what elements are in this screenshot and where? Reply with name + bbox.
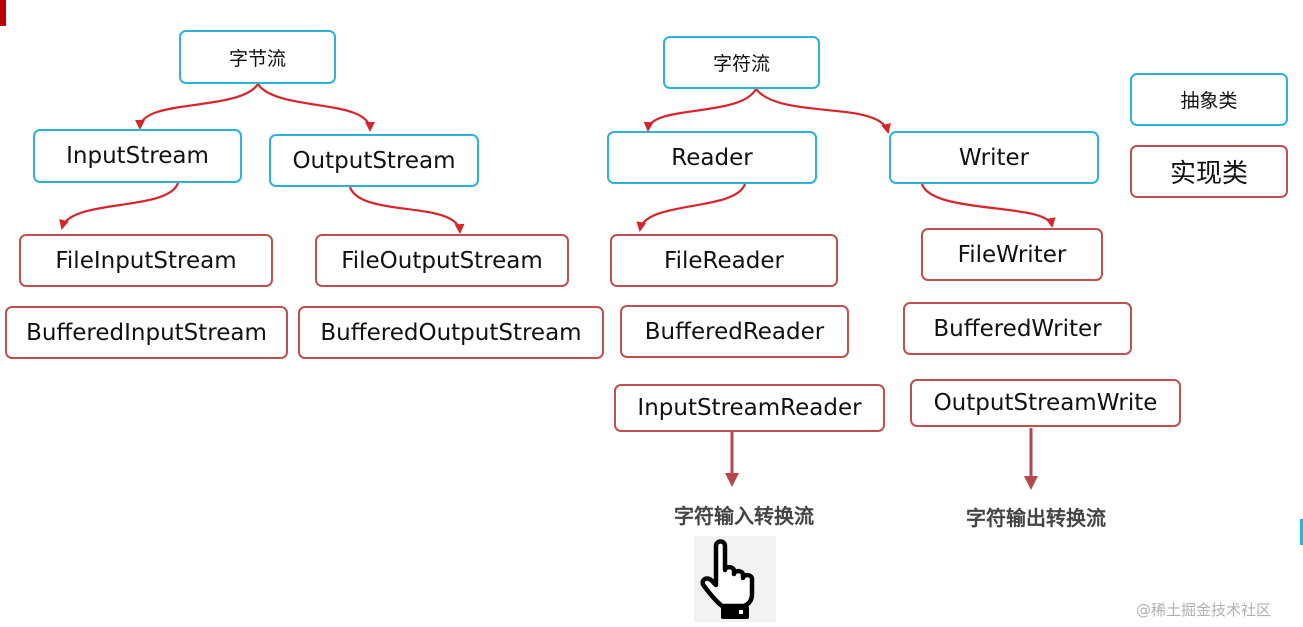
input-stream-label: InputStream	[66, 143, 209, 169]
reader-label: Reader	[671, 144, 753, 171]
buffered-reader-box: BufferedReader	[620, 305, 849, 358]
writer-box: Writer	[889, 131, 1099, 184]
byte-stream-root: 字节流	[179, 30, 336, 84]
file-reader-box: FileReader	[610, 234, 838, 287]
file-writer-box: FileWriter	[921, 228, 1103, 281]
arrow-writer-to-file	[920, 183, 1056, 228]
arrow-char-to-writer	[755, 88, 891, 134]
byte-stream-root-label: 字节流	[228, 47, 286, 70]
input-stream-box: InputStream	[33, 129, 242, 183]
arrow-byte-to-input	[135, 83, 259, 130]
arrow-input-to-file	[59, 182, 180, 230]
file-input-stream-label: FileInputStream	[55, 247, 237, 274]
file-writer-label: FileWriter	[957, 241, 1067, 268]
buffered-reader-label: BufferedReader	[644, 318, 825, 345]
output-stream-write-box: OutputStreamWrite	[910, 379, 1181, 427]
hand-pointer-icon	[694, 536, 776, 622]
buffered-input-stream-box: BufferedInputStream	[5, 306, 288, 359]
file-output-stream-box: FileOutputStream	[315, 234, 569, 287]
char-stream-root: 字符流	[663, 36, 820, 89]
legend-abstract: 抽象类	[1130, 73, 1288, 126]
input-stream-reader-box: InputStreamReader	[614, 384, 885, 432]
buffered-writer-label: BufferedWriter	[933, 315, 1102, 342]
buffered-input-stream-label: BufferedInputStream	[26, 319, 267, 346]
buffered-output-stream-label: BufferedOutputStream	[320, 319, 582, 346]
legend-abstract-label: 抽象类	[1180, 90, 1238, 112]
output-convert-caption: 字符输出转换流	[966, 506, 1106, 530]
arrow-byte-to-output	[257, 83, 375, 132]
legend-impl-label: 实现类	[1169, 159, 1248, 189]
edge-accent	[1300, 519, 1303, 545]
file-reader-label: FileReader	[664, 247, 784, 274]
arrow-reader-to-file	[636, 183, 747, 232]
arrow-char-to-reader	[643, 88, 757, 132]
output-stream-box: OutputStream	[269, 134, 479, 187]
file-input-stream-box: FileInputStream	[19, 234, 273, 287]
writer-label: Writer	[958, 144, 1030, 171]
input-convert-caption: 字符输入转换流	[674, 504, 814, 528]
output-stream-write-label: OutputStreamWrite	[933, 390, 1158, 416]
reader-box: Reader	[607, 131, 817, 184]
buffered-writer-box: BufferedWriter	[903, 302, 1132, 355]
file-output-stream-label: FileOutputStream	[341, 247, 543, 274]
output-stream-label: OutputStream	[292, 147, 456, 174]
input-stream-reader-label: InputStreamReader	[637, 395, 862, 421]
arrow-output-to-file	[348, 186, 465, 234]
watermark-text: @稀土掘金技术社区	[1136, 601, 1272, 619]
legend-impl: 实现类	[1130, 145, 1288, 198]
buffered-output-stream-box: BufferedOutputStream	[298, 306, 604, 359]
corner-accent	[0, 0, 6, 26]
char-stream-root-label: 字符流	[712, 53, 770, 75]
